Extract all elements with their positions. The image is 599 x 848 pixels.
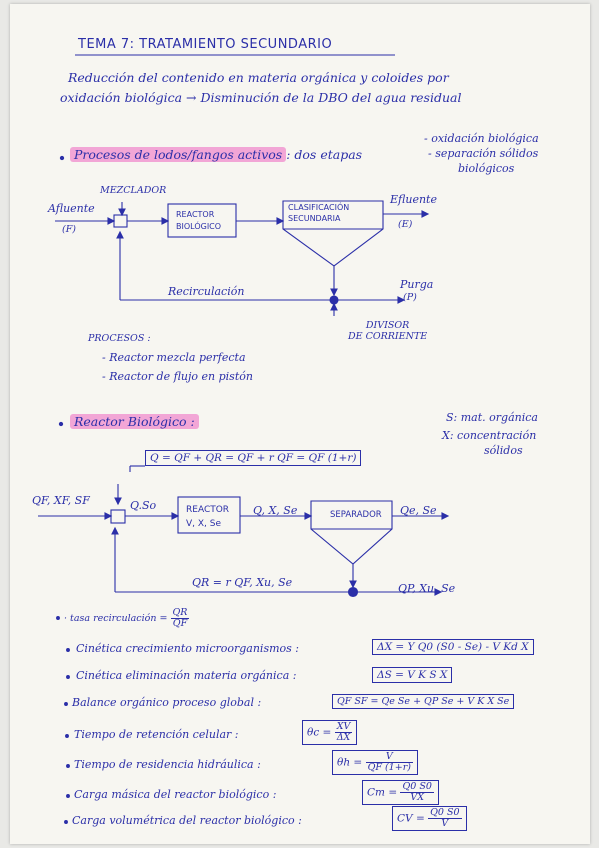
separator-out-label: Qe, Se — [400, 504, 437, 517]
stage-2-cont: biológicos — [458, 162, 515, 175]
flow-balance-equation: Q = QF + QR = QF + r QF = QF (1+r) — [145, 450, 362, 466]
purga-label: Purga — [400, 278, 434, 291]
legend-s: S: mat. orgánica — [446, 411, 538, 424]
legend-x-cont: sólidos — [484, 444, 523, 457]
efluente-symbol: (E) — [398, 219, 413, 230]
afluente-symbol: (F) — [62, 224, 77, 235]
eq4-label: Tiempo de retención celular : — [74, 728, 239, 741]
eq6-label: Carga másica del reactor biológico : — [74, 788, 277, 801]
eq3-label: Balance orgánico proceso global : — [72, 696, 262, 709]
eq2-label: Cinética eliminación materia orgánica : — [76, 669, 297, 682]
eq2-formula: ΔS = V K S X — [372, 667, 453, 683]
eq7-label: Carga volumétrica del reactor biológico … — [72, 814, 302, 827]
eq1-formula: ΔX = Y Q0 (S0 - Se) - V Kd X — [372, 639, 534, 655]
intro-line-1: Reducción del contenido en materia orgán… — [68, 70, 449, 85]
reactor-heading: Reactor Biológico : — [70, 414, 199, 429]
intro-line-2: oxidación biológica → Disminución de la … — [60, 90, 462, 105]
mixer-label: MEZCLADOR — [100, 185, 167, 196]
page-title: TEMA 7: TRATAMIENTO SECUNDARIO — [78, 37, 333, 52]
separator-box-label: SEPARADOR — [330, 510, 382, 520]
purga-symbol: (P) — [403, 292, 417, 303]
legend-x: X: concentración — [442, 429, 537, 442]
procesos-item-2: - Reactor de flujo en pistón — [102, 370, 253, 383]
stage-2: - separación sólidos — [428, 147, 539, 160]
notebook-page: TEMA 7: TRATAMIENTO SECUNDARIO Reducción… — [10, 4, 590, 844]
procesos-item-1: - Reactor mezcla perfecta — [102, 351, 246, 364]
procesos-heading: PROCESOS : — [88, 333, 151, 344]
stage-1: - oxidación biológica — [424, 132, 539, 145]
recirculation-stream-label: QR = r QF, Xu, Se — [192, 576, 293, 589]
recirculation-label: Recirculación — [168, 285, 245, 298]
reactor-out-label: Q, X, Se — [253, 504, 298, 517]
eq1-label: Cinética crecimiento microorganismos : — [76, 642, 299, 655]
eq5-label: Tiempo de residencia hidráulica : — [74, 758, 261, 771]
eq3-formula: QF SF = Qe Se + QP Se + V K X Se — [332, 694, 515, 709]
process-heading: Procesos de lodos/fangos activos: dos et… — [70, 147, 362, 162]
q-so-label: Q.So — [130, 499, 157, 512]
diagram-layer — [38, 54, 450, 824]
purge-stream-label: QP, Xu, Se — [398, 582, 456, 595]
efluente-label: Efluente — [390, 193, 437, 206]
afluente-label: Afluente — [48, 202, 95, 215]
feed-label: QF, XF, SF — [32, 494, 90, 507]
